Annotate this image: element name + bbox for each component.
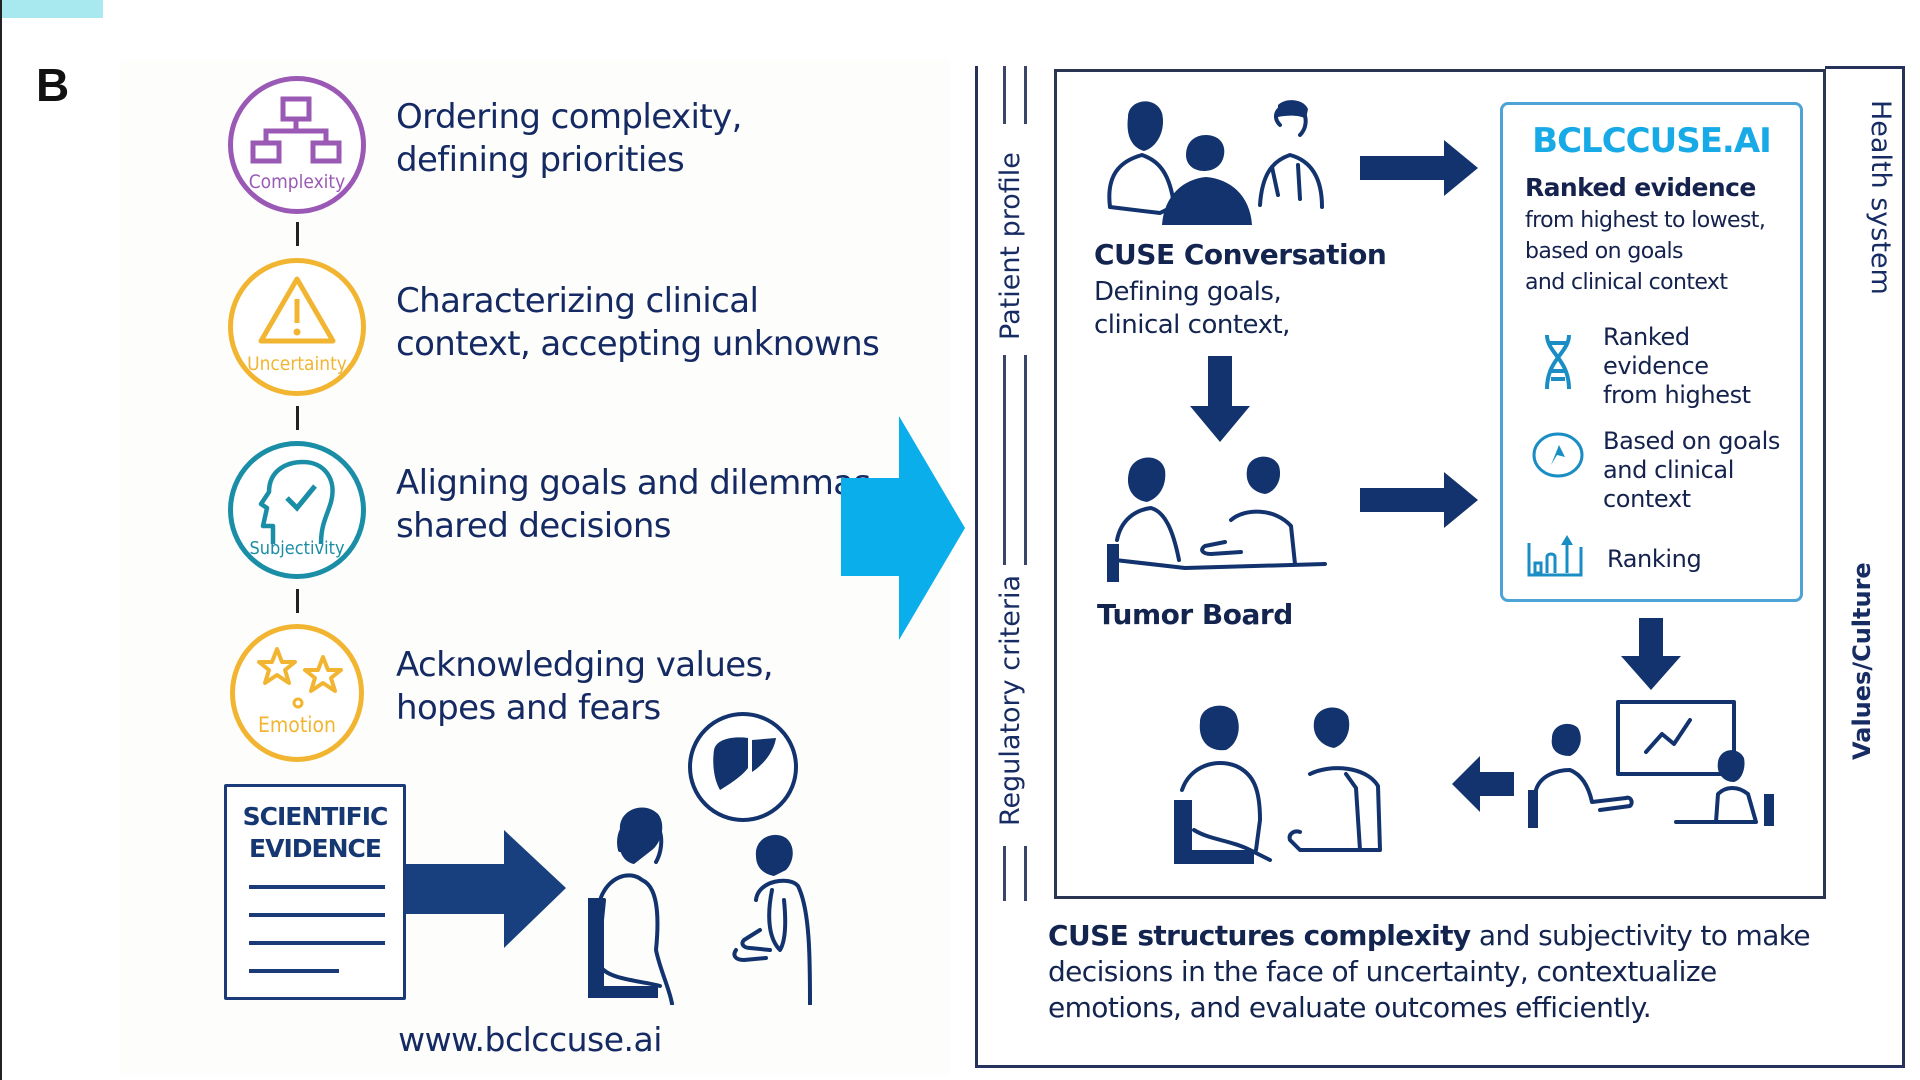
feature-line: from highest: [1603, 381, 1751, 409]
subtext-line: and clinical context: [1525, 270, 1728, 295]
arrow-right-icon: [1360, 140, 1478, 196]
feature-line: Based on goals: [1603, 427, 1781, 455]
scientific-evidence-title: SCIENTIFIC EVIDENCE: [227, 801, 403, 865]
right-panel-frame: [975, 66, 1905, 1068]
regulatory-divider: [1003, 355, 1006, 565]
subjectivity-badge: Subjectivity: [228, 441, 366, 579]
compass-icon: [1532, 432, 1584, 478]
evidence-title-line: EVIDENCE: [249, 834, 382, 863]
description-line: clinical context,: [1094, 310, 1290, 340]
document-line: [249, 969, 339, 973]
clinician-patient-illustration: [1174, 705, 1382, 864]
description-line: Aligning goals and dilemmas,: [396, 463, 881, 503]
values-culture-label: Values/Culture: [1848, 562, 1876, 760]
uncertainty-description: Characterizing clinical context, accepti…: [396, 280, 880, 366]
bclccuse-ai-title[interactable]: BCLCCUSE.AI: [1532, 121, 1772, 161]
bar-chart-icon: [1527, 535, 1583, 577]
uncertainty-badge: Uncertainty: [228, 258, 366, 396]
arrow-down-icon: [1621, 618, 1681, 690]
subjectivity-description: Aligning goals and dilemmas, shared deci…: [396, 462, 881, 548]
website-url[interactable]: www.bclccuse.ai: [398, 1020, 662, 1059]
hierarchy-icon: [250, 96, 342, 164]
description-line: hopes and fears: [396, 688, 661, 728]
bclc-subtext: from highest to lowest, based on goals a…: [1525, 205, 1766, 298]
patient-doctor-illustration: [588, 807, 812, 1005]
scientific-evidence-document: SCIENTIFIC EVIDENCE: [224, 784, 406, 1000]
emotion-description: Acknowledging values, hopes and fears: [396, 644, 774, 730]
pillar-connector: [296, 406, 299, 430]
subtext-line: from highest to lowest,: [1525, 208, 1766, 233]
liver-icon: [688, 712, 798, 822]
complexity-badge: Complexity: [228, 76, 366, 214]
patient-profile-divider: [1003, 66, 1006, 124]
complexity-description: Ordering complexity, defining priorities: [396, 96, 742, 182]
stars-icon: [257, 647, 343, 709]
description-line: Defining goals,: [1094, 277, 1282, 307]
patient-profile-label: Patient profile: [995, 152, 1026, 340]
feature-line: context: [1603, 485, 1691, 513]
warning-triangle-icon: [258, 276, 336, 344]
summary-text: CUSE structures complexity and subjectiv…: [1048, 918, 1868, 1026]
document-line: [249, 885, 385, 889]
dna-icon: [1545, 334, 1571, 390]
description-line: shared decisions: [396, 506, 672, 546]
emotion-label: Emotion: [257, 713, 337, 737]
summary-line-2: decisions in the face of uncertainty, co…: [1048, 955, 1717, 988]
description-line: defining priorities: [396, 140, 685, 180]
bclc-heading: Ranked evidence: [1525, 173, 1756, 202]
data-review-illustration: [1528, 700, 1774, 828]
description-line: Acknowledging values,: [396, 645, 774, 685]
summary-line-1: CUSE structures complexity and subjectiv…: [1048, 918, 1868, 954]
arrow-right-icon: [1360, 472, 1478, 528]
cuse-conversation-title: CUSE Conversation: [1094, 238, 1387, 271]
document-line: [249, 941, 385, 945]
evidence-arrow-icon: [406, 830, 566, 948]
arrow-down-icon: [1190, 356, 1250, 442]
pillar-connector: [296, 222, 299, 246]
feature-line: Ranked: [1603, 323, 1690, 351]
subjectivity-label: Subjectivity: [249, 538, 345, 559]
feature-ranked-evidence: Ranked evidence from highest: [1603, 323, 1751, 410]
description-line: Ordering complexity,: [396, 97, 742, 137]
health-system-label: Health system: [1865, 100, 1896, 295]
tumor-board-illustration: [1107, 456, 1327, 582]
main-flow-arrow-icon: [841, 416, 965, 640]
head-check-icon: [258, 459, 335, 545]
bclccuse-ai-box: BCLCCUSE.AI Ranked evidence from highest…: [1500, 102, 1803, 602]
cuse-conversation-description: Defining goals, clinical context,: [1094, 276, 1290, 342]
tumor-board-title: Tumor Board: [1097, 598, 1293, 631]
regulatory-divider: [1024, 846, 1027, 901]
pillar-connector: [296, 589, 299, 613]
regulatory-divider: [1003, 846, 1006, 901]
description-line: Characterizing clinical: [396, 281, 759, 321]
patient-profile-divider: [1024, 66, 1027, 124]
subtext-line: based on goals: [1525, 239, 1683, 264]
description-line: context, accepting unknowns: [396, 324, 880, 364]
feature-line: and clinical: [1603, 456, 1734, 484]
uncertainty-label: Uncertainty: [247, 353, 347, 375]
summary-continuation: and subjectivity to make: [1470, 919, 1811, 952]
cuse-conversation-illustration: [1107, 100, 1324, 225]
top-accent-bar: [0, 0, 103, 18]
evidence-title-line: SCIENTIFIC: [242, 802, 389, 831]
health-system-top-rule: [1825, 66, 1905, 69]
summary-emphasis: CUSE structures complexity: [1048, 919, 1471, 952]
regulatory-criteria-label: Regulatory criteria: [995, 574, 1026, 826]
feature-based-on-goals: Based on goals and clinical context: [1603, 427, 1780, 514]
document-line: [249, 913, 385, 917]
feature-line: evidence: [1603, 352, 1709, 380]
panel-label: B: [36, 59, 70, 111]
arrow-left-icon: [1452, 756, 1514, 812]
complexity-label: Complexity: [248, 171, 346, 193]
feature-ranking: Ranking: [1607, 545, 1702, 573]
regulatory-divider: [1024, 355, 1027, 565]
emotion-badge: Emotion: [230, 624, 364, 762]
summary-line-3: emotions, and evaluate outcomes efficien…: [1048, 991, 1652, 1024]
left-border: [0, 0, 2, 1080]
